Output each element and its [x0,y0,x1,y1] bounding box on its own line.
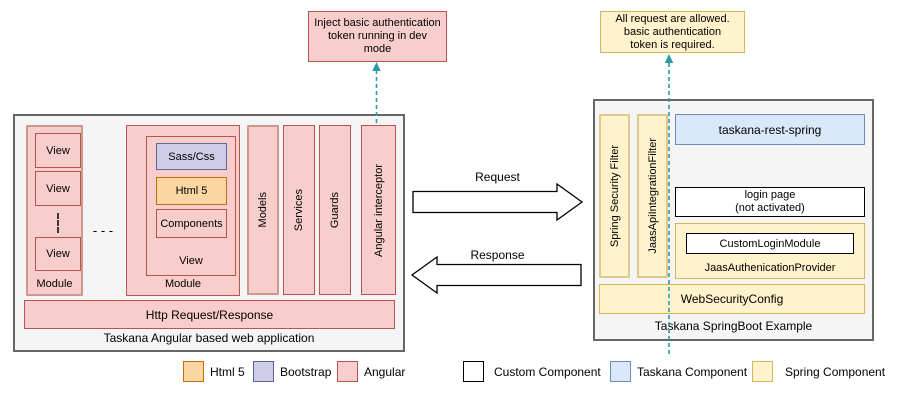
modules-ellipsis: - - - [92,223,114,238]
view-container: Sass/Css Html 5 Components View [146,136,236,276]
auth-required-note: All request are allowed. basic authentic… [600,11,745,53]
http-request-response-bar: Http Request/Response [24,300,395,329]
legend-item-custom: Custom Component [463,361,601,382]
angular-app-container: View View View Module - - - Sass/Css Htm… [13,114,405,352]
module-2: Sass/Css Html 5 Components View Module [126,125,240,296]
sass-css-box: Sass/Css [156,143,227,170]
legend-item-spring: Spring Component [752,361,885,382]
view-box: View [35,133,81,168]
angular-swatch-icon [337,361,358,382]
auth-required-note-text: All request are allowed. basic authentic… [615,12,730,51]
view-box: View [35,237,81,271]
taskana-rest-spring-box: taskana-rest-spring [675,114,865,145]
request-arrow-label: Request [475,170,520,184]
dashed-arrow-right-head-icon [664,54,674,63]
jaas-authentication-provider-box: CustomLoginModule JaasAuthenicationProvi… [675,223,865,279]
view-box: View [35,171,81,206]
angular-app-title: Taskana Angular based web application [103,331,315,345]
taskana-component-swatch-icon [610,361,631,382]
view-label: View [179,255,203,267]
response-arrow-label: Response [470,248,525,262]
legend-item-html5: Html 5 [183,361,245,382]
guards-bar: Guards [319,125,351,295]
spring-security-filter-bar: Spring Security Filter [599,114,630,278]
legend-item-bootstrap: Bootstrap [253,361,331,382]
services-bar: Services [283,125,315,295]
models-bar: Models [247,125,279,295]
jaas-provider-label: JaasAuthenicationProvider [704,262,836,274]
spring-component-swatch-icon [752,361,773,382]
module-2-label: Module [164,278,202,290]
module-1: View View View Module [26,125,83,296]
bootstrap-swatch-icon [253,361,274,382]
dev-auth-note: Inject basic authentication token runnin… [308,11,447,62]
custom-login-module-box: CustomLoginModule [686,233,854,254]
legend-item-taskana: Taskana Component [610,361,747,382]
request-arrow [412,182,584,222]
components-box: Components [156,209,227,238]
dev-auth-note-text: Inject basic authentication token runnin… [314,17,441,55]
dashed-arrow-left-head-icon [372,62,381,71]
custom-component-swatch-icon [463,361,484,382]
angular-interceptor-bar: Angular interceptor [361,125,396,295]
web-security-config-bar: WebSecurityConfig [599,284,865,314]
jaas-api-integration-filter-bar: JaasApiIntegrationFilter [637,114,668,278]
response-arrow [410,255,582,295]
springboot-container: Spring Security Filter JaasApiIntegratio… [593,99,874,341]
html5-swatch-icon [183,361,204,382]
login-page-box: login page (not activated) [675,187,865,217]
springboot-title: Taskana SpringBoot Example [654,319,813,333]
vertical-ellipsis [57,213,59,233]
module-1-label: Module [36,278,73,290]
legend-item-angular: Angular [337,361,405,382]
html5-box: Html 5 [156,177,227,205]
